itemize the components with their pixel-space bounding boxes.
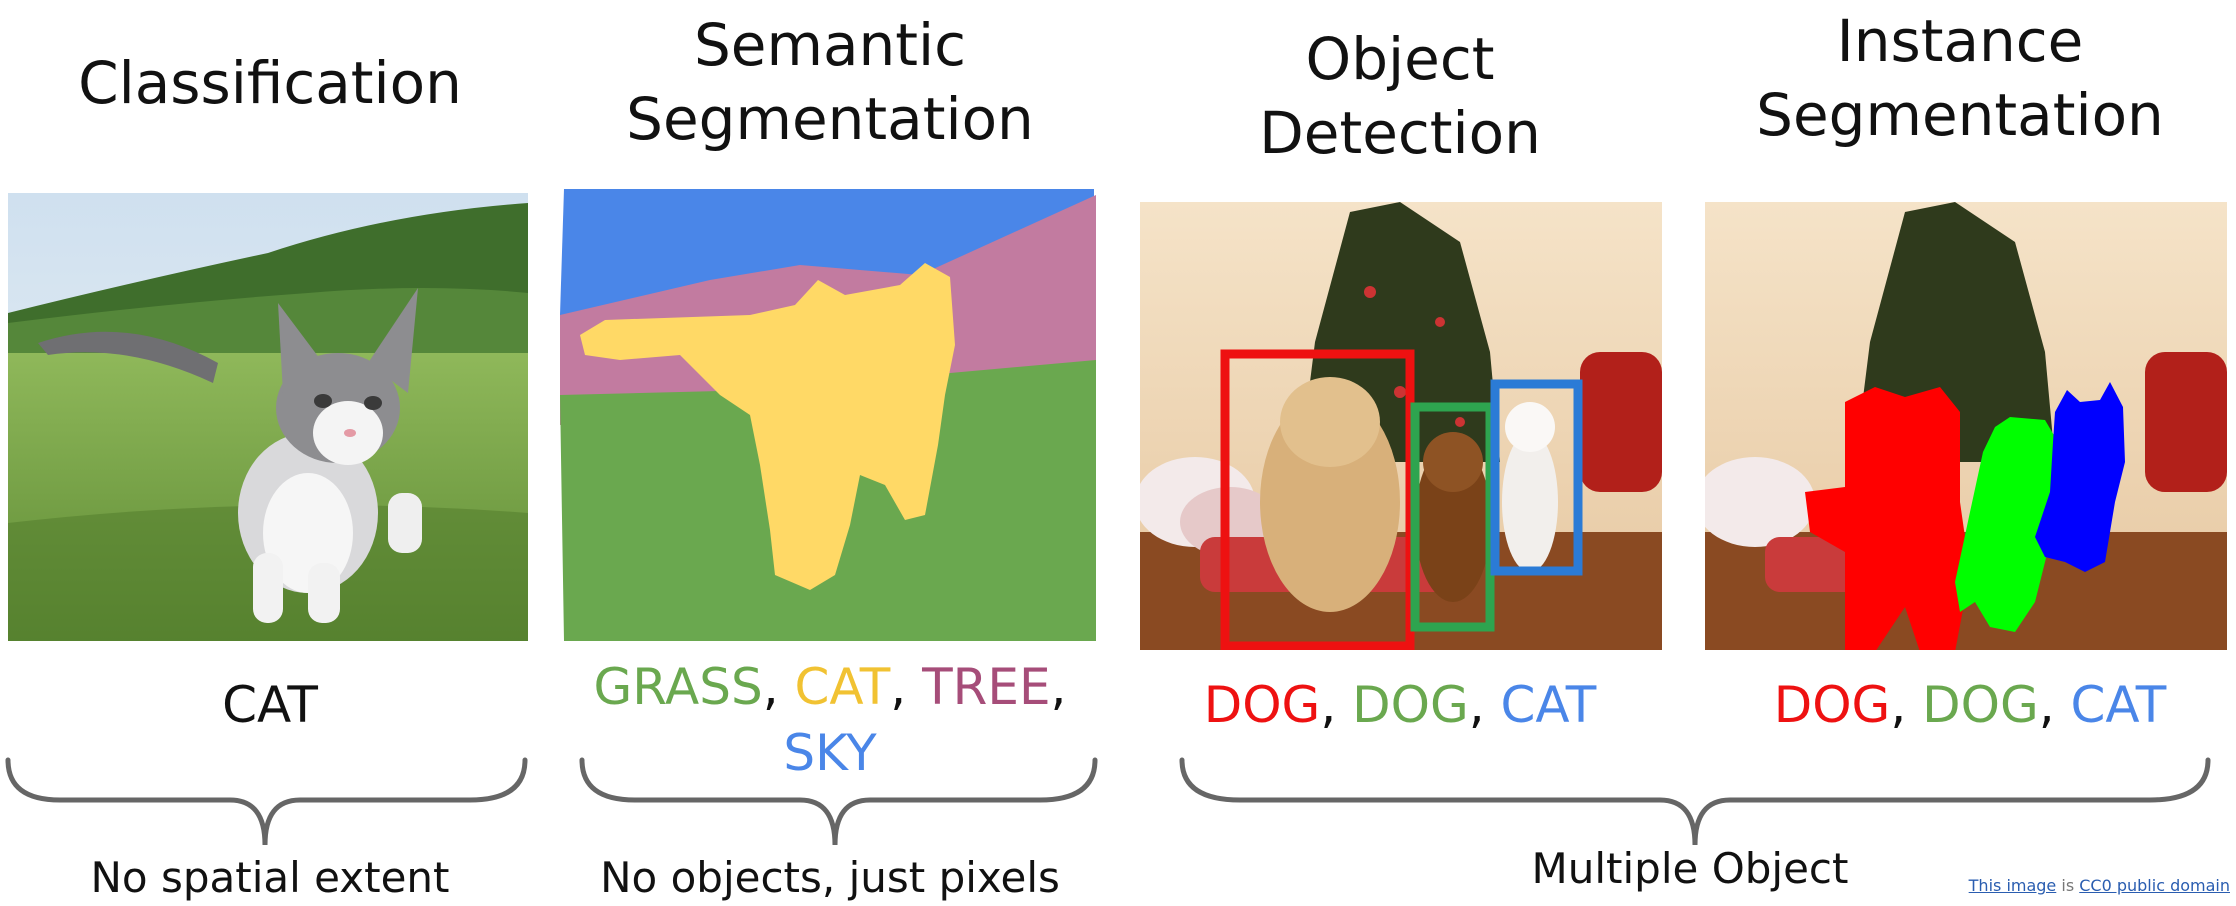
dog-label-2: DOG [1922,676,2039,734]
title-line-2: Segmentation [626,85,1034,153]
license-link[interactable]: CC0 public domain [2079,876,2230,895]
classification-title: Classification [78,49,462,117]
semantic-labels-line-1: GRASS, CAT, TREE, [560,654,1100,720]
title-line-2: Segmentation [1756,81,2164,149]
sky-label: SKY [783,724,877,782]
dog-mask-2 [1955,417,2060,632]
cat-bounding-box [1490,379,1583,576]
title-line-2: Detection [1259,99,1541,167]
dog-bounding-box-1 [1220,349,1415,650]
classification-label: CAT [222,676,318,734]
multiple-object-footer: Multiple Object [1531,844,1849,893]
semantic-footer: No objects, just pixels [600,853,1060,902]
cat-label: CAT [2070,676,2167,734]
instance-labels: DOG, DOG, CAT [1700,672,2236,738]
dog-bounding-box-2 [1410,402,1495,632]
dog-label-1: DOG [1203,676,1321,734]
title-line-1: Instance [1836,7,2084,75]
separator: , [1050,658,1067,716]
title-line-1: Object [1305,25,1495,93]
brace-classification [5,757,528,846]
semantic-labels: GRASS, CAT, TREE, SKY [560,654,1100,786]
grass-label: GRASS [593,658,763,716]
cat-mask [2035,382,2125,572]
object-detection-title: Object Detection [1130,22,1670,170]
cat-region [580,263,955,590]
object-detection-photo [1140,202,1662,650]
dog-mask-1 [1805,387,1970,650]
kitten-photo [8,193,528,641]
image-credit: This image is CC0 public domain [1960,876,2230,895]
title-line-1: Semantic [693,11,967,79]
brace-multiple-object [1179,757,2211,846]
image-link[interactable]: This image [1968,876,2057,895]
cat-label: CAT [794,658,891,716]
separator: , [1468,676,1501,734]
instance-segmentation-photo [1705,202,2227,650]
separator: , [1320,676,1353,734]
semantic-labels-line-2: SKY [560,720,1100,786]
separator: , [890,658,923,716]
braces [5,757,2211,846]
separator: , [2038,676,2071,734]
tree-label: TREE [922,658,1051,716]
credit-middle: is [2056,876,2080,895]
separator: , [762,658,795,716]
separator: , [1890,676,1923,734]
instance-segmentation-title: Instance Segmentation [1690,4,2230,152]
dog-label-1: DOG [1773,676,1891,734]
classification-footer: No spatial extent [90,853,450,902]
brace-semantic [579,757,1098,846]
detection-labels: DOG, DOG, CAT [1130,672,1670,738]
cat-label: CAT [1500,676,1597,734]
semantic-segmentation-title: Semantic Segmentation [560,8,1100,156]
semantic-segmentation-map [560,189,1096,641]
dog-label-2: DOG [1352,676,1469,734]
